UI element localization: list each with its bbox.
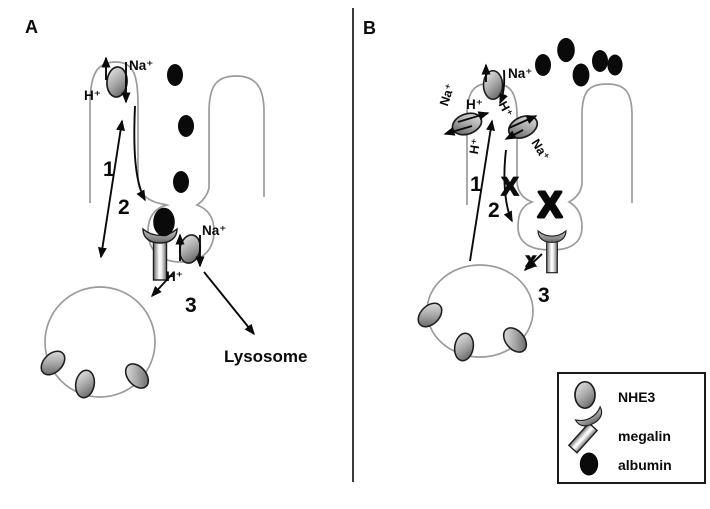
arrow-h-in-left-b (457, 111, 490, 123)
panel-a-label: A (25, 17, 38, 37)
arrow-step1-recycling-b (469, 119, 495, 262)
arrow-down-left-b (504, 129, 524, 140)
nhe3-transporter-endosome-b1 (412, 297, 448, 333)
albumin-lumen-a2 (178, 115, 194, 137)
legend-nhe3-label: NHE3 (618, 389, 656, 405)
h-out-label-left-b: H⁺ (467, 137, 484, 155)
arrow-step3-to-lysosome-a (203, 271, 255, 336)
arrow-up-right-b (508, 115, 538, 129)
na-label-left-b: Na⁺ (437, 82, 457, 108)
arrow-na-in-apical-b (499, 69, 508, 105)
arrow-step2-endocytosis-a (133, 105, 146, 202)
albumin-lumen-a1 (167, 64, 183, 86)
panel-a-endosome (44, 286, 156, 398)
step2-label-a: 2 (118, 196, 130, 219)
block-x-pit: X (538, 184, 562, 225)
na-label-apical-a: Na⁺ (129, 58, 153, 73)
h-label-apical-a: H⁺ (84, 88, 101, 103)
block-x-endocytosis: X (502, 173, 519, 201)
albumin-lumen-b4 (592, 50, 608, 72)
megalin-receptor-b (537, 230, 567, 274)
nhe3-transporter-pit-a (176, 232, 204, 266)
nhe3-transporter-left-b (448, 108, 486, 140)
albumin-lumen-b2 (557, 37, 575, 63)
nhe3-transporter-endosome-a2 (72, 368, 98, 400)
arrow-step3-to-endosome-a (150, 271, 175, 298)
albumin-lumen-b1 (535, 54, 551, 76)
arrow-step2-endocytosis-b (503, 149, 513, 223)
albumin-bound-a (153, 207, 175, 237)
nhe3-transporter-endosome-a1 (35, 345, 71, 381)
na-label-apical-b: Na⁺ (508, 66, 532, 81)
lysosome-label: Lysosome (224, 347, 307, 366)
step2-label-b: 2 (488, 199, 500, 222)
nhe3-transporter-endosome-b2 (451, 331, 477, 363)
na-label-right-b: Na⁺ (528, 137, 552, 164)
h-label-pit-a: H⁺ (166, 269, 183, 284)
legend: NHE3 megalin albumin (557, 372, 706, 484)
step1-label-b: 1 (470, 173, 482, 196)
legend-megalin-label: megalin (618, 428, 671, 444)
albumin-lumen-b3 (572, 63, 590, 87)
arrow-step1-recycling-a (98, 119, 125, 259)
arrow-na-out-left-b (443, 125, 473, 136)
legend-albumin-icon (579, 452, 599, 476)
legend-megalin-icon (567, 405, 603, 454)
legend-nhe3-icon (574, 380, 596, 410)
h-label-apical-b: H⁺ (496, 99, 516, 119)
arrow-step3-blocked-b (523, 253, 543, 272)
step3-label-a: 3 (185, 294, 197, 317)
step3-label-b: 3 (538, 284, 550, 307)
na-label-pit-a: Na⁺ (202, 223, 226, 238)
h-in-label-left-b: H⁺ (466, 97, 483, 112)
legend-albumin-label: albumin (618, 457, 672, 473)
panel-a: A Na⁺ H⁺ Na⁺ H⁺ 1 2 3 Lys (25, 17, 307, 400)
nhe3-transporter-endosome-a3 (120, 358, 154, 394)
panel-b: B Na⁺ H⁺ Na⁺ H⁺ H⁺ Na⁺ (363, 18, 633, 363)
step1-label-a: 1 (103, 158, 115, 181)
nhe3-transporter-apical-a (104, 65, 130, 99)
block-x-recycling: x (526, 250, 536, 270)
albumin-lumen-a3 (173, 171, 189, 193)
albumin-lumen-b5 (607, 54, 623, 76)
panel-b-label: B (363, 18, 376, 38)
